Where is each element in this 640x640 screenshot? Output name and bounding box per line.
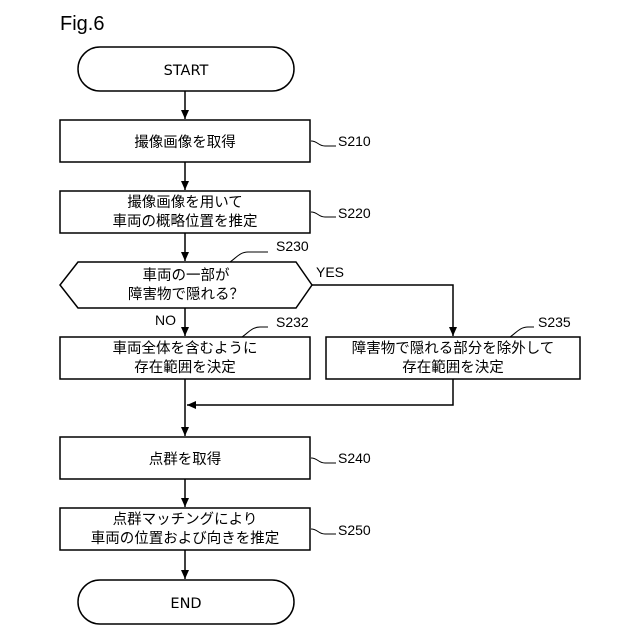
arrow-s230-yes-to-s235 <box>312 285 453 336</box>
s210-step-label: S210 <box>338 133 371 149</box>
process-s220: 撮像画像を用いて 車両の概略位置を推定 <box>60 191 310 233</box>
s235-step-label: S235 <box>538 314 571 330</box>
s240-leader <box>311 458 336 463</box>
s220-leader <box>311 212 336 217</box>
s230-step-label: S230 <box>276 238 309 254</box>
s235-line-1: 障害物で隠れる部分を除外して <box>352 339 555 357</box>
decision-s230: 車両の一部が 障害物で隠れる？ <box>60 262 312 308</box>
s220-line-2: 車両の概略位置を推定 <box>113 213 258 230</box>
s220-step-label: S220 <box>338 205 371 221</box>
s220-line-1: 撮像画像を用いて <box>127 194 243 211</box>
start-terminal: START <box>78 47 294 91</box>
s210-line-1: 撮像画像を取得 <box>134 134 236 151</box>
s232-line-1: 車両全体を含むように <box>113 339 258 357</box>
branch-no-label: NO <box>155 312 176 328</box>
s235-line-2: 存在範囲を決定 <box>402 358 504 376</box>
process-s232: 車両全体を含むように 存在範囲を決定 <box>60 337 310 379</box>
s240-step-label: S240 <box>338 450 371 466</box>
process-s250: 点群マッチングにより 車両の位置および向きを推定 <box>60 508 310 550</box>
s235-leader <box>510 327 534 337</box>
start-label: START <box>164 63 209 79</box>
s250-line-1: 点群マッチングにより <box>113 511 258 528</box>
s250-leader <box>311 529 336 534</box>
s230-line-2: 障害物で隠れる？ <box>128 285 244 303</box>
branch-yes-label: YES <box>316 264 344 280</box>
s230-leader <box>230 252 268 262</box>
figure-title: Fig.6 <box>60 13 104 35</box>
s232-line-2: 存在範囲を決定 <box>134 358 236 376</box>
s230-line-1: 車両の一部が <box>143 267 230 284</box>
s250-step-label: S250 <box>338 522 371 538</box>
process-s235: 障害物で隠れる部分を除外して 存在範囲を決定 <box>326 337 580 379</box>
s210-leader <box>311 141 336 146</box>
process-s240: 点群を取得 <box>60 437 310 479</box>
end-terminal: END <box>78 580 294 624</box>
s250-line-2: 車両の位置および向きを推定 <box>91 530 280 547</box>
process-s210: 撮像画像を取得 <box>60 120 310 162</box>
s232-leader <box>242 327 268 337</box>
end-label: END <box>170 596 201 612</box>
s240-line-1: 点群を取得 <box>149 451 222 468</box>
arrow-s235-merge <box>187 379 453 405</box>
s232-step-label: S232 <box>276 314 309 330</box>
